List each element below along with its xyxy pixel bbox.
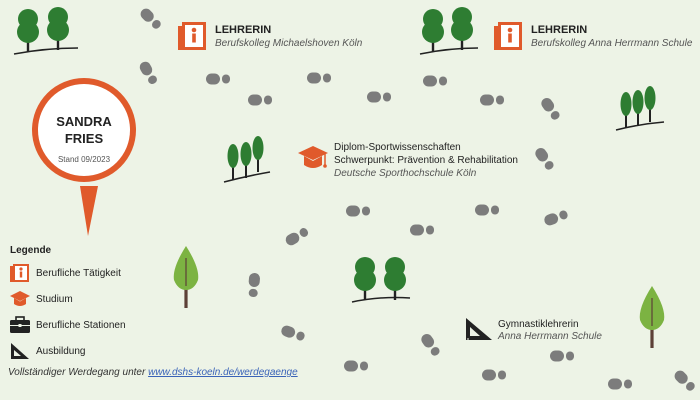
footprint-trail: [139, 8, 695, 391]
footprint-icon: [480, 94, 504, 106]
legend-item: Berufliche Tätigkeit: [10, 260, 126, 286]
tree-icon: [422, 9, 444, 52]
set-square-icon: [11, 343, 29, 359]
footprint-icon: [344, 360, 368, 372]
legend: Legende Berufliche Tätigkeit Studium: [10, 245, 126, 364]
legend-label: Berufliche Tätigkeit: [36, 267, 121, 279]
profile-pin: SANDRA FRIES Stand 09/2023: [32, 78, 136, 236]
footprint-icon: [367, 91, 391, 103]
legend-item: Studium: [10, 286, 126, 312]
footprint-icon: [307, 72, 331, 84]
footprint-icon: [550, 350, 574, 362]
tree-icon: [632, 90, 644, 126]
tree-icon: [47, 7, 69, 50]
tree-icon: [451, 7, 473, 50]
footprint-icon: [421, 333, 440, 356]
study-degree: Diplom-Sportwissenschaften: [334, 142, 461, 153]
station-role: LEHRERIN: [215, 24, 272, 36]
study-card: Diplom-Sportwissenschaften Schwerpunkt: …: [334, 141, 518, 179]
ground-line: [13, 47, 79, 55]
profile-name-line1: SANDRA: [56, 114, 112, 129]
footprint-icon: [544, 210, 568, 226]
footprint-icon: [206, 73, 230, 85]
footprint-icon: [535, 147, 554, 170]
ground-line: [351, 296, 411, 303]
station-card: LEHRERIN Berufskolleg Anna Herrmann Schu…: [531, 24, 692, 49]
training-title: Gymnastiklehrerin: [498, 319, 579, 330]
tree-icon: [252, 136, 264, 172]
door-icon: [494, 22, 522, 50]
set-square-icon: [466, 318, 492, 340]
training-place: Anna Herrmann Schule: [498, 331, 602, 342]
tree-icon: [644, 86, 656, 122]
footer-link[interactable]: www.dshs-koeln.de/werdegaenge: [148, 367, 298, 378]
tree-icon: [384, 257, 406, 300]
profile-name-line2: FRIES: [65, 131, 104, 146]
footprint-icon: [482, 369, 506, 381]
station-role: LEHRERIN: [531, 24, 588, 36]
briefcase-icon: [10, 316, 30, 333]
tree-icon: [354, 257, 376, 300]
footprint-icon: [248, 273, 260, 298]
legend-title: Legende: [10, 245, 52, 256]
footprint-icon: [140, 8, 161, 29]
footer-prefix: Vollständiger Werdegang unter: [8, 367, 146, 378]
tree-icon: [620, 92, 632, 128]
footprint-icon: [475, 204, 499, 216]
tree-icon: [639, 286, 665, 348]
footprint-icon: [541, 97, 560, 120]
footprint-icon: [139, 61, 157, 85]
training-card: Gymnastiklehrerin Anna Herrmann Schule: [498, 319, 602, 342]
tree-icon: [227, 144, 239, 180]
study-focus: Schwerpunkt: Prävention & Rehabilitation: [334, 155, 518, 166]
ground-line: [223, 171, 271, 183]
legend-item: Ausbildung: [10, 338, 126, 364]
footprint-icon: [423, 75, 447, 87]
tree-group: [13, 7, 665, 348]
station-place: Berufskolleg Anna Herrmann Schule: [531, 38, 693, 49]
footprint-icon: [674, 370, 695, 391]
tree-icon: [173, 246, 199, 308]
graduation-cap-icon: [10, 291, 30, 306]
legend-label: Studium: [36, 293, 73, 305]
graduation-cap-icon: [298, 146, 328, 168]
door-icon: [178, 22, 206, 50]
footprint-icon: [281, 325, 305, 341]
station-place: Berufskolleg Michaelshoven Köln: [215, 38, 363, 49]
tree-icon: [17, 9, 39, 52]
station-card: LEHRERIN Berufskolleg Michaelshoven Köln: [215, 24, 362, 49]
ground-line: [615, 121, 665, 131]
ground-line: [419, 47, 479, 55]
study-place: Deutsche Sporthochschule Köln: [334, 168, 477, 179]
footprint-icon: [608, 378, 632, 390]
footprint-icon: [346, 205, 370, 217]
legend-label: Berufliche Stationen: [36, 319, 126, 331]
footer-note: Vollständiger Werdegang unter www.dshs-k…: [8, 367, 298, 378]
door-icon: [10, 264, 29, 282]
footprint-icon: [285, 228, 309, 246]
legend-label: Ausbildung: [36, 345, 86, 357]
legend-item: Berufliche Stationen: [10, 312, 126, 338]
footprint-icon: [410, 224, 434, 236]
footprint-icon: [248, 94, 272, 106]
tree-icon: [240, 142, 252, 178]
profile-status: Stand 09/2023: [58, 155, 111, 164]
